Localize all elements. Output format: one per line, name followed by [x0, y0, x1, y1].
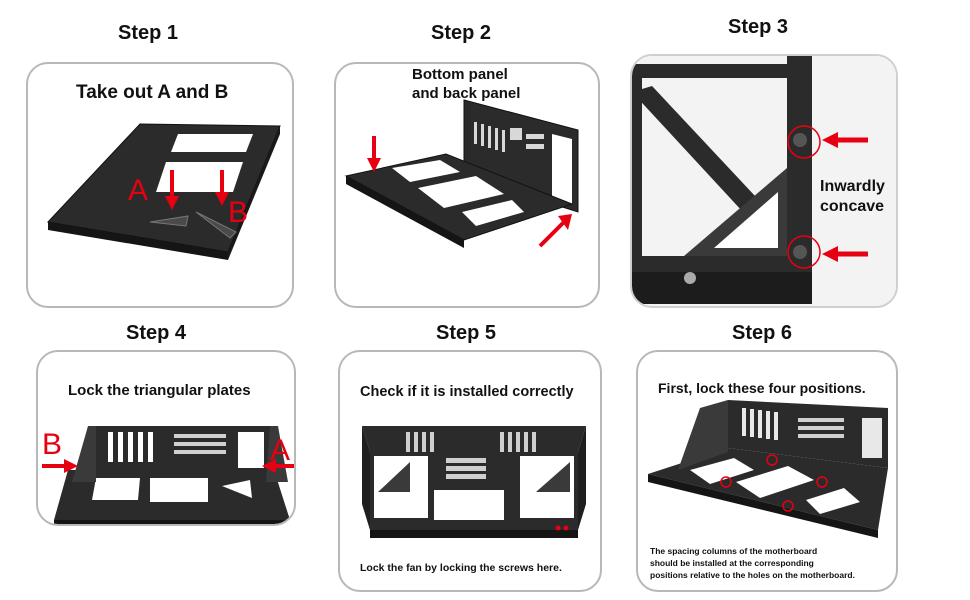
- step-4-letter-b: B: [42, 428, 63, 461]
- step-6-caption: First, lock these four positions.: [658, 380, 866, 396]
- step-6-illustration: [648, 400, 888, 538]
- step-1-panel: Take out A and B A B: [26, 62, 294, 308]
- step-6-title: Step 6: [731, 322, 793, 344]
- step-5-title: Step 5: [435, 322, 497, 344]
- step-4-panel: Lock the triangular plates B A: [36, 350, 296, 526]
- step-2-caption-line2: and back panel: [412, 85, 521, 102]
- step-3-caption-line1: Inwardly: [820, 178, 885, 196]
- step-1-title: Step 1: [117, 22, 179, 44]
- step-2-title: Step 2: [430, 22, 492, 44]
- step-1-illustration: [46, 123, 281, 260]
- step-5-caption: Check if it is installed correctly: [360, 384, 574, 400]
- step-2-illustration: [344, 99, 579, 248]
- step-4-title: Step 4: [125, 322, 187, 344]
- step-3-title: Step 3: [727, 16, 789, 38]
- step-5-illustration: [362, 426, 586, 538]
- step-5-note: Lock the fan by locking the screws here.: [360, 562, 562, 574]
- step-1-letter-a: A: [128, 174, 149, 207]
- step-3-caption-line2: concave: [820, 198, 885, 216]
- step-6-note-line3: positions relative to the holes on the m…: [650, 570, 855, 580]
- step-6-panel: First, lock these four positions. The sp…: [636, 350, 898, 592]
- step-1-letter-b: B: [228, 196, 249, 229]
- step-6-note-line1: The spacing columns of the motherboard: [650, 546, 818, 556]
- step-4-caption: Lock the triangular plates: [68, 382, 251, 399]
- step-4-illustration: [42, 426, 294, 524]
- step-6-note-line2: should be installed at the corresponding: [650, 558, 814, 568]
- step-1-caption: Take out A and B: [76, 82, 229, 103]
- step-5-panel: Check if it is installed correctly Lock …: [338, 350, 602, 592]
- step-2-caption-line1: Bottom panel: [412, 66, 508, 83]
- step-4-letter-a: A: [270, 434, 291, 467]
- step-3-panel: Inwardly concave: [630, 54, 898, 308]
- step-2-panel: Bottom panel and back panel: [334, 62, 600, 308]
